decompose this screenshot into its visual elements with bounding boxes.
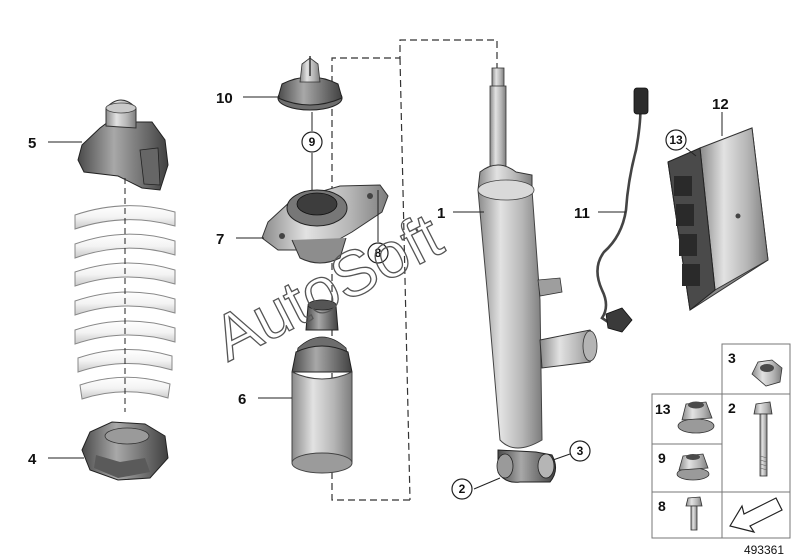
panel-part-8-screw[interactable] [685, 496, 703, 531]
callout-2: 2 [459, 482, 466, 496]
callout-3-circle: 3 [569, 440, 591, 462]
callout-13-circle: 13 [665, 129, 687, 151]
panel-label-8: 8 [658, 498, 666, 514]
part-1-shock-absorber[interactable] [477, 67, 598, 483]
assembly-dash-line-2 [399, 57, 411, 501]
part-4-lower-spring-pad[interactable] [81, 421, 169, 481]
callout-11: 11 [574, 205, 590, 222]
part-5-upper-spring-pad[interactable] [77, 99, 169, 191]
callout-8: 8 [375, 246, 382, 260]
panel-part-3-nut[interactable] [751, 359, 783, 387]
callout-3: 3 [577, 444, 584, 458]
callout-6: 6 [238, 391, 246, 408]
part-11-sensor-cable[interactable] [596, 87, 649, 333]
panel-part-13-flange-nut[interactable] [677, 401, 715, 434]
panel-label-9: 9 [658, 450, 666, 466]
callout-9-circle: 9 [301, 131, 323, 153]
callout-7: 7 [216, 231, 224, 248]
panel-part-9-nut[interactable] [676, 453, 710, 481]
callout-4: 4 [28, 451, 37, 468]
callout-13: 13 [669, 133, 683, 147]
part-6-dust-boot[interactable] [291, 299, 353, 474]
callout-2-circle: 2 [451, 478, 473, 500]
callout-1: 1 [437, 205, 445, 222]
callout-12: 12 [712, 96, 729, 113]
callout-5: 5 [28, 135, 36, 152]
panel-label-13: 13 [655, 401, 671, 417]
callout-10: 10 [216, 90, 233, 107]
leader-lines [48, 96, 723, 490]
panel-part-2-bolt[interactable] [753, 401, 773, 477]
callout-9: 9 [309, 135, 316, 149]
direction-arrow-icon [729, 497, 783, 533]
part-10-upper-mount-cap[interactable] [277, 56, 343, 111]
callout-8-circle: 8 [367, 242, 389, 264]
part-12-control-unit[interactable] [667, 127, 769, 311]
panel-label-3: 3 [728, 350, 736, 366]
document-number: 493361 [744, 543, 784, 557]
part-7-strut-mount[interactable] [261, 184, 389, 264]
panel-label-2: 2 [728, 400, 736, 416]
